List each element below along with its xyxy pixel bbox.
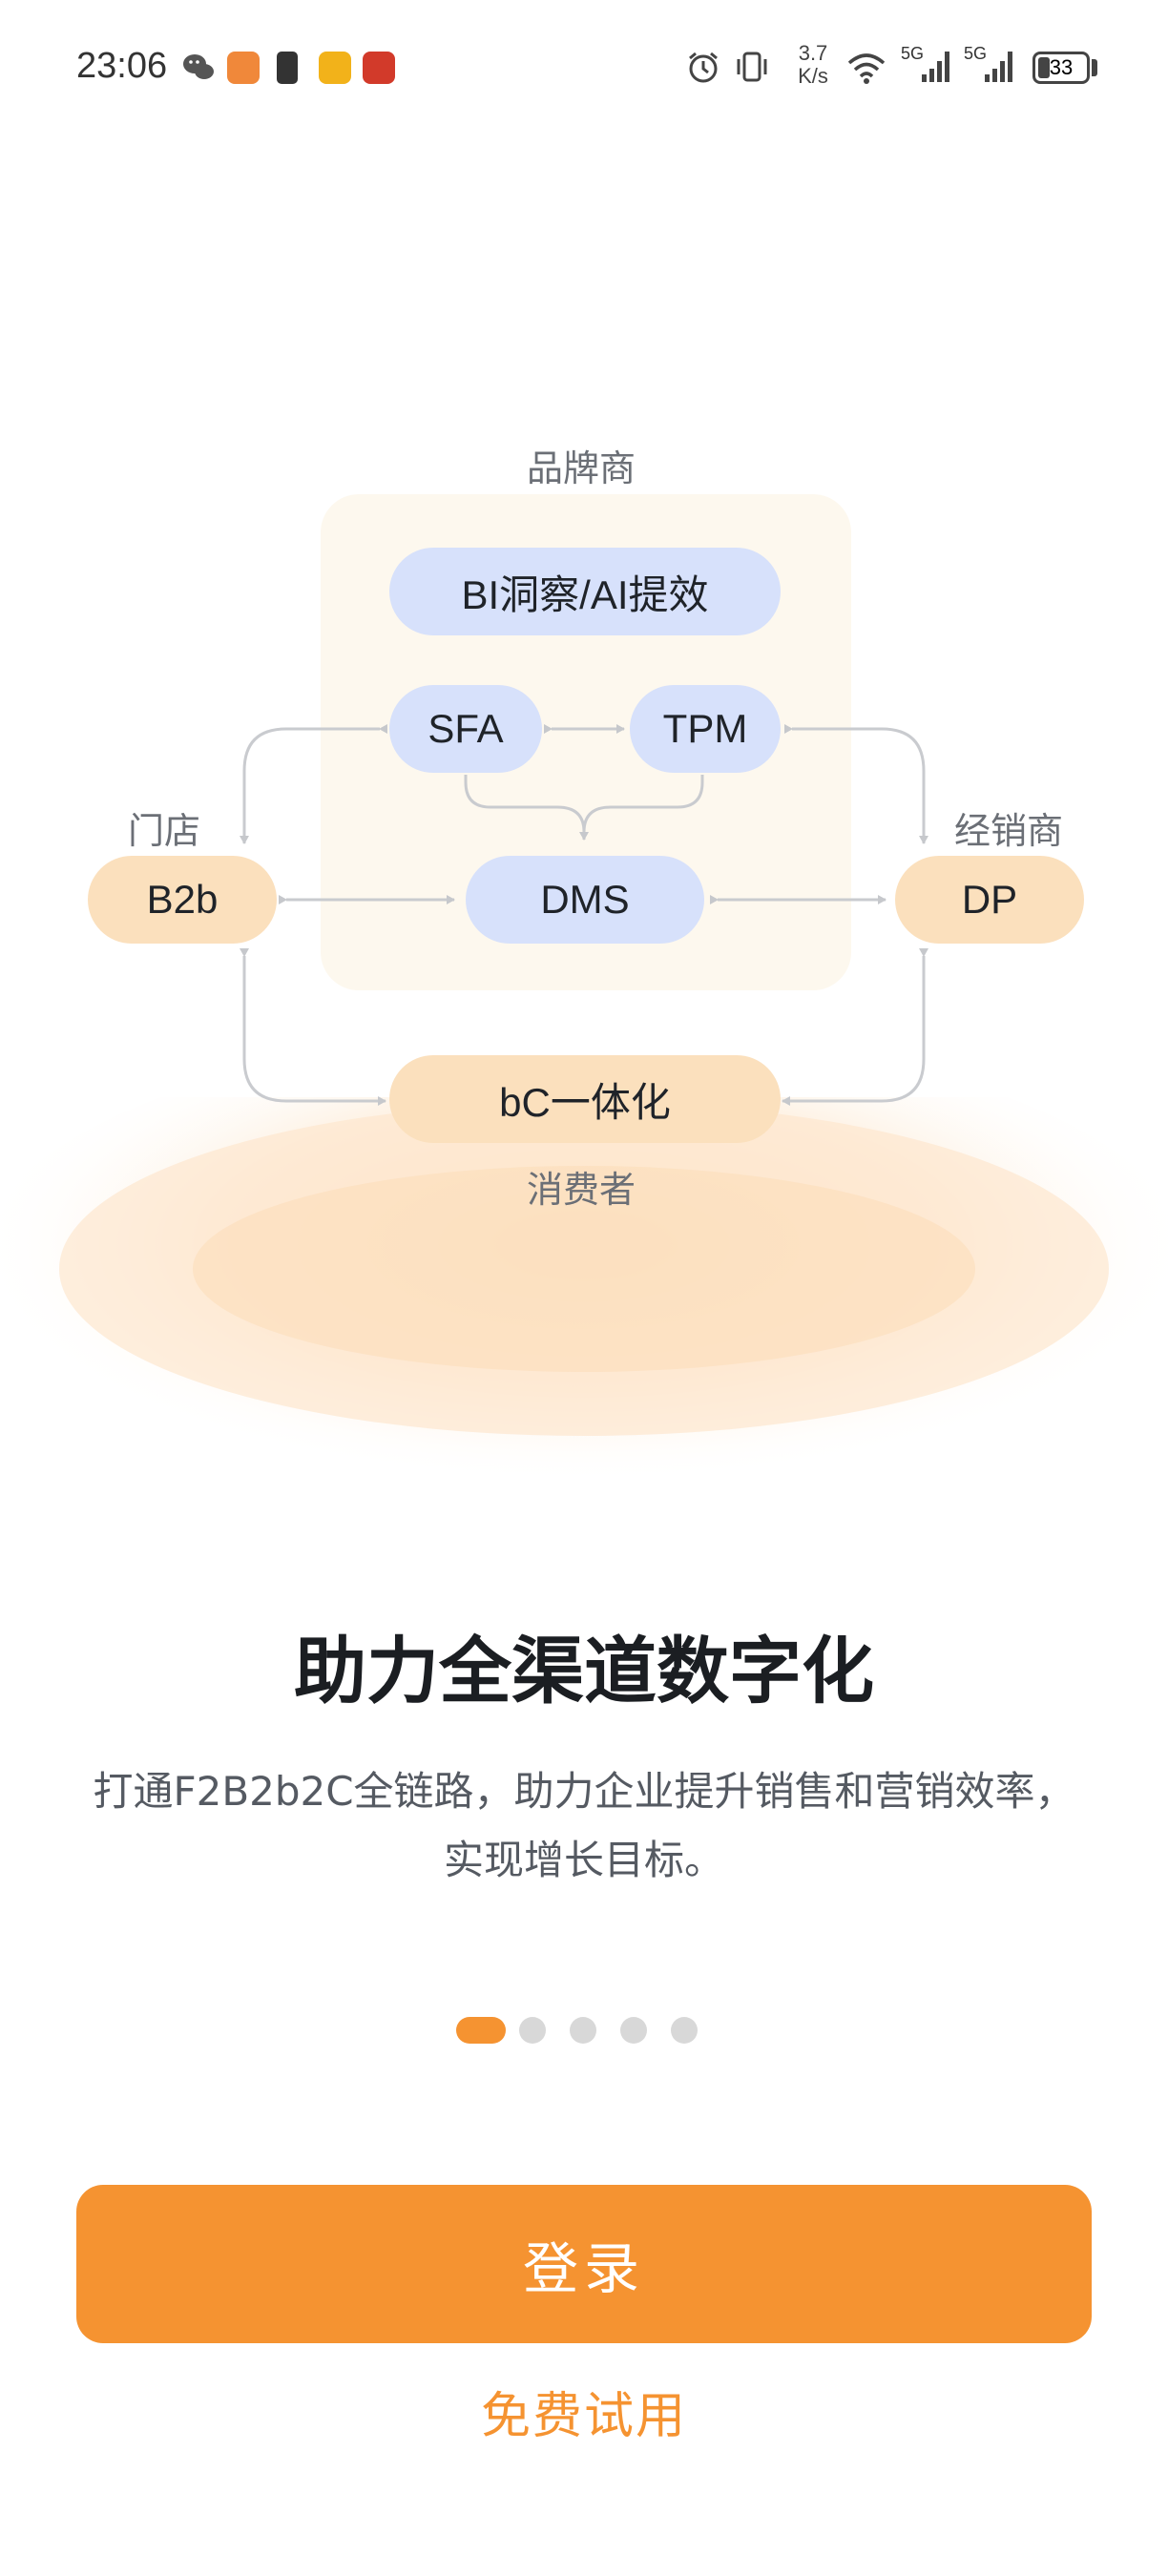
battery-level: 33: [1049, 55, 1074, 79]
dp-node: DP: [895, 856, 1084, 944]
bi-ai-node: BI洞察/AI提效: [389, 548, 781, 635]
store-label: 门店: [128, 810, 201, 852]
sfa-node: SFA: [389, 685, 542, 773]
app-notification-icon: [227, 52, 260, 84]
login-button[interactable]: 登录: [76, 2185, 1092, 2343]
pager-dot-2[interactable]: [519, 2017, 546, 2044]
wifi-icon: [847, 53, 886, 84]
consumer-label: 消费者: [527, 1169, 636, 1211]
taobao-notification-icon: [363, 52, 395, 84]
tpm-node: TPM: [630, 685, 781, 773]
pager-dot-4[interactable]: [620, 2017, 647, 2044]
free-trial-link[interactable]: 免费试用: [480, 2388, 687, 2445]
brand-label: 品牌商: [527, 447, 636, 489]
signal-1-label: 5G: [901, 44, 925, 63]
page-title: 助力全渠道数字化: [294, 1629, 874, 1714]
wechat-icon: [183, 54, 214, 79]
network-speed-value: 3.7: [798, 41, 828, 65]
pager-dot-1[interactable]: [456, 2017, 506, 2044]
signal-2-label: 5G: [964, 44, 988, 63]
vibrate-icon: [737, 52, 767, 82]
network-speed-unit: K/s: [798, 64, 828, 88]
mail-notification-icon: [319, 52, 351, 84]
dms-node: DMS: [466, 856, 704, 944]
battery-fill: [1038, 57, 1050, 78]
status-time: 23:06: [76, 46, 168, 86]
alert-notification-icon: [277, 52, 298, 84]
pager-dot-5[interactable]: [671, 2017, 698, 2044]
battery-cap: [1092, 59, 1097, 76]
pager-dot-3[interactable]: [570, 2017, 596, 2044]
alarm-icon: [689, 52, 718, 83]
signal-1-icon: [922, 52, 949, 82]
status-bar: 23:06 3.7 K/s 5G 5G 33: [0, 0, 1168, 134]
battery-icon: 33: [1032, 52, 1090, 84]
signal-2-icon: [985, 52, 1012, 82]
network-speed: 3.7 K/s: [792, 42, 834, 88]
page-subtitle: 打通F2B2b2C全链路，助力企业提升销售和营销效率，实现增长目标。: [93, 1768, 1075, 1883]
distributor-label: 经销商: [954, 810, 1064, 852]
bc-integration-node: bC一体化: [389, 1055, 781, 1143]
pager-indicator: [0, 2017, 1168, 2046]
b2b-node: B2b: [88, 856, 277, 944]
